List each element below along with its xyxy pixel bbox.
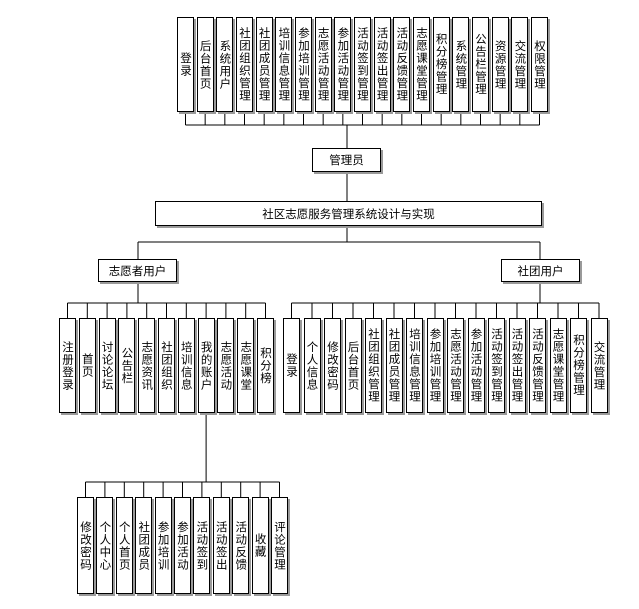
- account-submodule-box: 参加活动: [174, 497, 191, 594]
- account-submodule-box: 活动反馈: [232, 497, 250, 594]
- club-module-box: 志愿课堂管理: [549, 318, 567, 413]
- club-module-box: 参加活动管理: [467, 318, 485, 413]
- club-module-box: 活动反馈管理: [529, 318, 546, 413]
- account-submodule-box: 收藏: [251, 497, 269, 594]
- account-submodule-box: 活动签出: [212, 497, 230, 594]
- volunteer-module-box: 注册登录: [59, 318, 76, 413]
- admin-module-box: 权限管理: [531, 17, 548, 112]
- volunteer-role-box: 志愿者用户: [98, 259, 177, 282]
- account-submodule-box: 参加培训: [154, 497, 172, 594]
- volunteer-module-box: 讨论论坛: [98, 318, 116, 413]
- club-module-box: 修改密码: [324, 318, 341, 413]
- club-role-box: 社团用户: [501, 259, 580, 282]
- club-module-box: 后台首页: [344, 318, 362, 413]
- account-submodule-box: 个人中心: [96, 497, 114, 594]
- admin-module-box: 参加活动管理: [334, 17, 352, 112]
- admin-module-box: 参加培训管理: [295, 17, 312, 112]
- volunteer-module-box: 志愿课堂: [237, 318, 255, 413]
- volunteer-module-box: 首页: [78, 318, 96, 413]
- admin-module-box: 交流管理: [511, 17, 529, 112]
- admin-module-box: 活动反馈管理: [393, 17, 411, 112]
- admin-module-box: 系统用户: [216, 17, 234, 112]
- volunteer-module-box: 我的账户: [197, 318, 215, 413]
- admin-module-box: 资源管理: [491, 17, 509, 112]
- volunteer-module-box: 培训信息: [177, 318, 195, 413]
- club-module-box: 活动签到管理: [488, 318, 505, 413]
- club-module-box: 社团组织管理: [365, 318, 382, 413]
- admin-module-box: 志愿课堂管理: [413, 17, 430, 112]
- admin-role-box: 管理员: [312, 148, 381, 172]
- account-submodule-box: 活动签到: [193, 497, 211, 594]
- admin-module-box: 活动签出管理: [373, 17, 391, 112]
- club-module-box: 积分榜管理: [570, 318, 587, 413]
- club-module-box: 活动签出管理: [508, 318, 526, 413]
- account-submodule-box: 评论管理: [271, 497, 288, 594]
- club-module-box: 交流管理: [590, 318, 608, 413]
- admin-module-box: 积分榜管理: [432, 17, 450, 112]
- admin-module-box: 公告栏管理: [472, 17, 489, 112]
- volunteer-module-box: 志愿资讯: [138, 318, 156, 413]
- admin-module-box: 培训信息管理: [275, 17, 293, 112]
- club-module-box: 志愿活动管理: [447, 318, 464, 413]
- club-module-box: 参加培训管理: [426, 318, 444, 413]
- volunteer-module-box: 志愿活动: [217, 318, 235, 413]
- admin-module-box: 后台首页: [196, 17, 214, 112]
- admin-module-box: 社团成员管理: [255, 17, 273, 112]
- admin-module-box: 系统管理: [452, 17, 470, 112]
- admin-module-box: 志愿活动管理: [314, 17, 332, 112]
- account-submodule-box: 个人首页: [115, 497, 133, 594]
- admin-module-box: 社团组织管理: [236, 17, 253, 112]
- club-module-box: 个人信息: [303, 318, 321, 413]
- account-submodule-box: 社团成员: [135, 497, 153, 594]
- club-module-box: 培训信息管理: [406, 318, 423, 413]
- volunteer-module-box: 积分榜: [257, 318, 274, 413]
- system-title-box: 社区志愿服务管理系统设计与实现: [155, 201, 542, 226]
- volunteer-module-box: 社团组织: [158, 318, 175, 413]
- club-module-box: 社团成员管理: [385, 318, 403, 413]
- volunteer-module-box: 公告栏: [118, 318, 136, 413]
- admin-module-box: 活动签到管理: [354, 17, 371, 112]
- account-submodule-box: 修改密码: [77, 497, 94, 594]
- admin-module-box: 登录: [177, 17, 194, 112]
- club-module-box: 登录: [283, 318, 300, 413]
